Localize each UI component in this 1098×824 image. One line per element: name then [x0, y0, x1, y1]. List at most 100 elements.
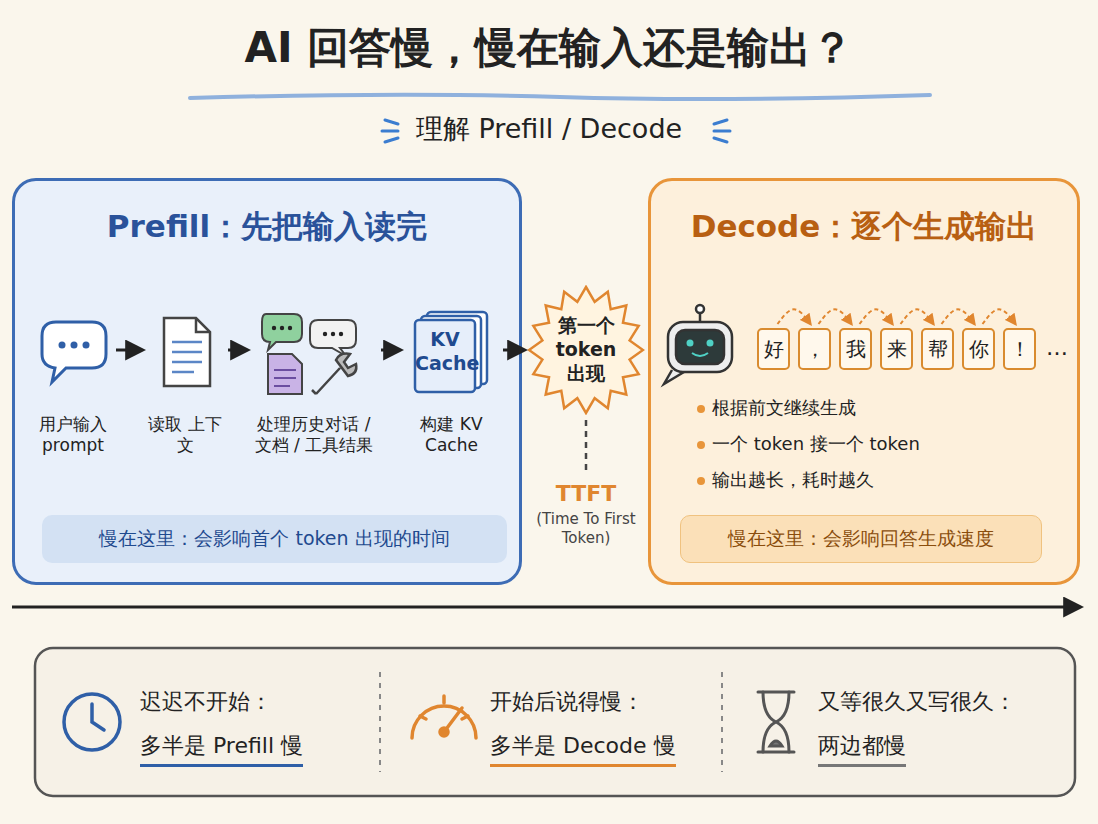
subtitle-wrap: 理解 Prefill / Decode	[349, 112, 749, 146]
chat-bubble-icon	[42, 322, 106, 382]
hourglass-icon	[758, 692, 794, 752]
text-wrap: 开始后说得慢：	[490, 688, 712, 716]
robot-icon	[664, 370, 684, 384]
ttft-label-wrap: TTFT	[536, 480, 636, 508]
history-icons	[288, 326, 292, 330]
ttft-note-wrap: (Time To First Token)	[536, 510, 636, 548]
title: AI 回答慢，慢在输入还是输出？	[245, 22, 854, 75]
token-arc	[942, 309, 975, 324]
node-text: 你	[969, 337, 989, 362]
node-text: 第一个 token 出现	[549, 314, 623, 385]
robot-icon	[707, 340, 714, 347]
gauge-icon	[440, 728, 448, 736]
hourglass-icon	[758, 692, 794, 752]
token-box: 好	[757, 328, 790, 370]
bullet-dots	[697, 405, 705, 485]
subtitle-marks	[385, 138, 398, 142]
bullet-dots	[697, 441, 705, 449]
text-wrap: 帮	[923, 337, 952, 362]
robot-icon	[696, 305, 704, 313]
text-wrap: Decode：逐个生成输出	[651, 207, 1077, 246]
text-wrap: 多半是 Decode 慢	[490, 732, 712, 767]
ttft-leader	[585, 420, 588, 474]
bullet-text-wrap: 根据前文继续生成	[712, 397, 1052, 420]
gauge-icon	[412, 706, 476, 738]
text-wrap: Prefill：先把输入读完	[15, 207, 519, 246]
gauge-icon	[420, 696, 468, 719]
step-node: 用户输入 prompt	[33, 310, 113, 470]
clock-icon	[64, 694, 120, 750]
kv-cache-icon	[421, 316, 481, 388]
token-arc	[860, 309, 893, 324]
node-text: Decode：逐个生成输出	[691, 207, 1038, 246]
timeline-arrow	[12, 606, 1080, 609]
node-subtext: 多半是 Prefill 慢	[140, 732, 303, 767]
document-icon	[164, 318, 210, 386]
node-text: 慢在这里：会影响首个 token 出现的时间	[99, 527, 449, 551]
ttft-label: TTFT	[556, 480, 617, 508]
token-box: ！	[1003, 328, 1036, 370]
text-wrap: 用户输入 prompt	[33, 414, 113, 457]
text-wrap: 第一个 token 出现	[549, 314, 623, 385]
history-icons	[310, 320, 356, 356]
history-icons	[262, 314, 356, 394]
robot-icon	[699, 312, 702, 322]
ellipsis-wrap: …	[1040, 334, 1074, 362]
node-text: 处理历史对话 / 文档 / 工具结果	[250, 414, 378, 457]
node-text: 用户输入 prompt	[33, 414, 113, 457]
history-icons	[280, 326, 284, 330]
token-box: ，	[798, 328, 831, 370]
text-wrap: KV Cache	[415, 328, 475, 376]
node-text: 开始后说得慢：	[490, 688, 644, 716]
starburst-shape	[529, 287, 643, 413]
token-box: 来	[880, 328, 913, 370]
token-box: 帮	[921, 328, 954, 370]
subtitle-marks	[382, 120, 730, 142]
text-wrap: 慢在这里：会影响首个 token 出现的时间	[42, 527, 507, 551]
summary-panel	[35, 648, 1075, 796]
history-icons	[274, 370, 296, 386]
chat-bubble-icon	[42, 322, 106, 382]
document-icon	[172, 342, 202, 372]
text-wrap: 迟迟不开始：	[140, 688, 365, 716]
node-text: 帮	[928, 337, 948, 362]
prefill-panel: Prefill：先把输入读完用户输入 prompt读取 上下文处理历史对话 / …	[12, 178, 522, 585]
node-subtext: 构建 KV Cache	[403, 414, 500, 457]
note-band: 慢在这里：会影响首个 token 出现的时间	[42, 515, 507, 563]
flow-arrow	[228, 349, 247, 352]
gauge-icon	[444, 708, 462, 732]
text-wrap: ，	[800, 337, 829, 362]
bullet-dots	[697, 477, 705, 485]
history-icons	[262, 314, 302, 350]
kv-cache-icon	[427, 312, 487, 384]
step-node: KV Cache 构建 KV Cache	[403, 310, 500, 470]
step-node: 处理历史对话 / 文档 / 工具结果	[250, 310, 378, 470]
robot-icon	[668, 322, 732, 372]
flow-arrow	[381, 349, 400, 352]
text-wrap: ！	[1005, 337, 1034, 362]
node-text: 来	[887, 337, 907, 362]
token-arc	[778, 309, 811, 324]
title-underline	[190, 95, 930, 99]
robot-icon	[687, 340, 694, 347]
bullet-text: 一个 token 接一个 token	[712, 433, 920, 456]
text-wrap: 又等很久又写很久：	[818, 688, 1063, 716]
history-icons	[268, 354, 302, 394]
token-box: 我	[839, 328, 872, 370]
text-wrap: 我	[841, 337, 870, 362]
ttft-note: (Time To First Token)	[536, 510, 636, 548]
text-wrap: 你	[964, 337, 993, 362]
text-wrap: 好	[759, 337, 788, 362]
chat-bubble-icon	[71, 342, 78, 349]
bullet-text-wrap: 一个 token 接一个 token	[712, 433, 1052, 456]
robot-icon	[664, 305, 732, 384]
node-text: KV Cache	[415, 328, 475, 376]
bullet-text: 根据前文继续生成	[712, 397, 856, 420]
node-subtext: 多半是 Decode 慢	[490, 732, 676, 767]
history-icons	[312, 354, 356, 394]
token-box: 你	[962, 328, 995, 370]
decode-panel: Decode：逐个生成输出好，我来帮你！慢在这里：会影响回答生成速度	[648, 178, 1080, 585]
token-arc	[983, 309, 1016, 324]
text-wrap: 构建 KV Cache	[403, 414, 500, 457]
chat-bubble-icon	[59, 342, 66, 349]
